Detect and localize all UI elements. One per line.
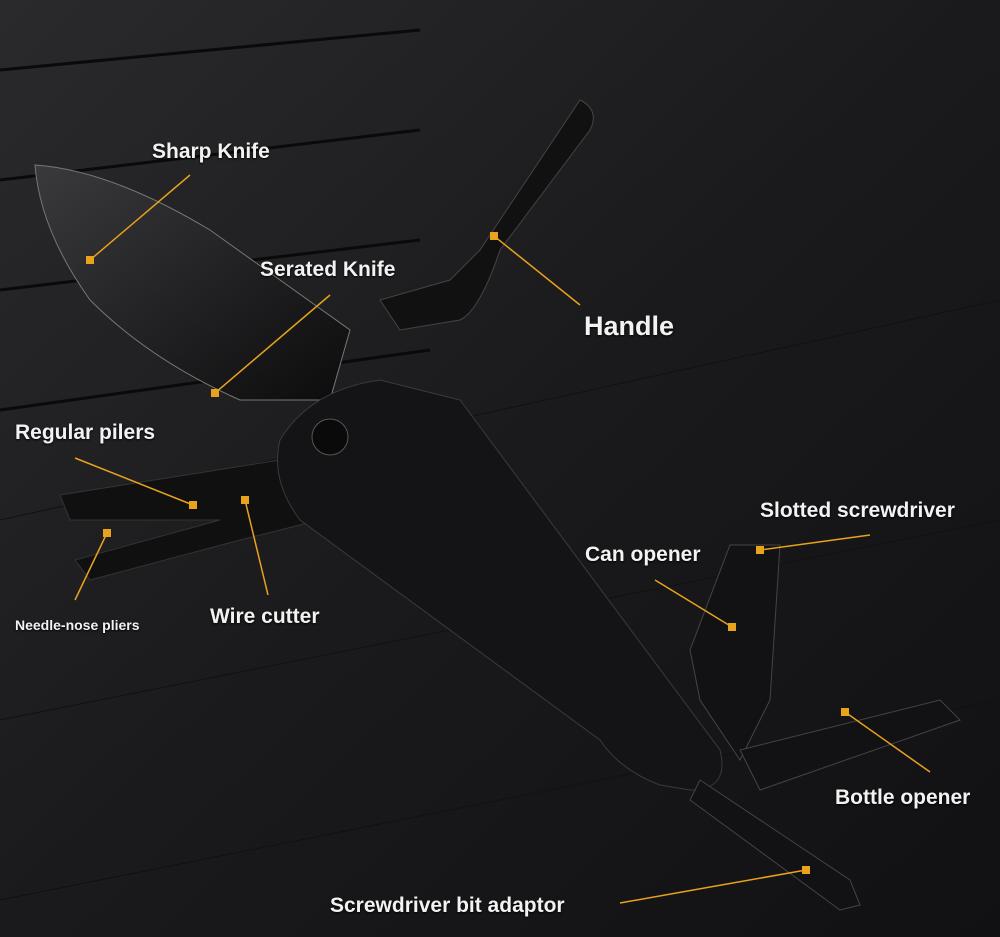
pivot-screw: [311, 418, 349, 456]
label-wire-cutter: Wire cutter: [210, 605, 320, 628]
label-handle: Handle: [584, 311, 675, 341]
label-bottle-opener: Bottle opener: [835, 786, 971, 809]
knife-blade: [34, 164, 351, 401]
bottle-opener-tool: [739, 699, 961, 791]
callout-lines: [74, 174, 931, 904]
can-opener-tool: [689, 544, 781, 761]
main-body: [277, 379, 723, 791]
label-sharp-knife: Sharp Knife: [152, 140, 270, 163]
label-slotted-screwdriver: Slotted screwdriver: [760, 499, 955, 522]
label-needle-nose-pliers: Needle-nose pliers: [15, 617, 140, 633]
label-screwdriver-bit-adaptor: Screwdriver bit adaptor: [330, 894, 565, 917]
label-serated-knife: Serated Knife: [260, 258, 396, 281]
callout-dots: [86, 232, 849, 874]
label-regular-pliers: Regular pilers: [15, 421, 156, 444]
bit-adaptor-tool: [689, 779, 861, 911]
handle-arm: [379, 99, 594, 331]
label-can-opener: Can opener: [585, 543, 701, 566]
multitool: [34, 99, 961, 911]
